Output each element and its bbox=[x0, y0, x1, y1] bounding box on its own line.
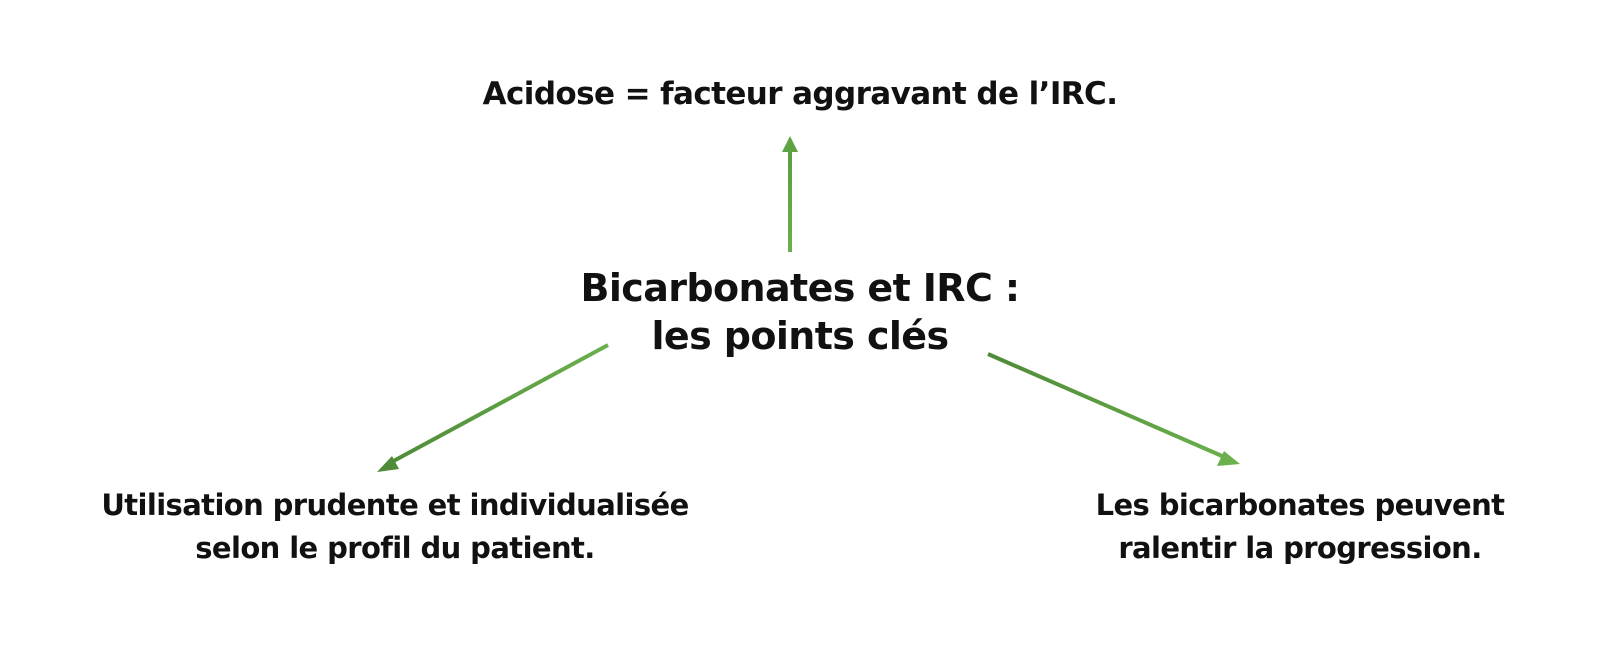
arrow-right-head bbox=[1217, 451, 1240, 466]
node-center: Bicarbonates et IRC : les points clés bbox=[500, 264, 1100, 360]
arrow-up-head bbox=[782, 136, 798, 152]
node-right-line1: Les bicarbonates peuvent bbox=[1095, 488, 1505, 522]
node-center-line2: les points clés bbox=[651, 314, 950, 358]
arrow-left-shaft bbox=[387, 343, 609, 466]
node-right-line2: ralentir la progression. bbox=[1118, 531, 1482, 565]
node-top-text: Acidose = facteur aggravant de l’IRC. bbox=[482, 76, 1118, 112]
node-center-line1: Bicarbonates et IRC : bbox=[580, 266, 1021, 310]
arrow-right-shaft bbox=[987, 352, 1223, 458]
node-top: Acidose = facteur aggravant de l’IRC. bbox=[440, 72, 1160, 116]
node-left-line1: Utilisation prudente et individualisée bbox=[101, 488, 689, 522]
node-left-line2: selon le profil du patient. bbox=[195, 531, 595, 565]
node-left: Utilisation prudente et individualisée s… bbox=[70, 484, 720, 570]
node-right: Les bicarbonates peuvent ralentir la pro… bbox=[1030, 484, 1570, 570]
arrow-left bbox=[377, 343, 609, 472]
arrow-up bbox=[782, 136, 798, 252]
arrow-right bbox=[987, 352, 1240, 466]
arrow-left-head bbox=[377, 456, 399, 472]
